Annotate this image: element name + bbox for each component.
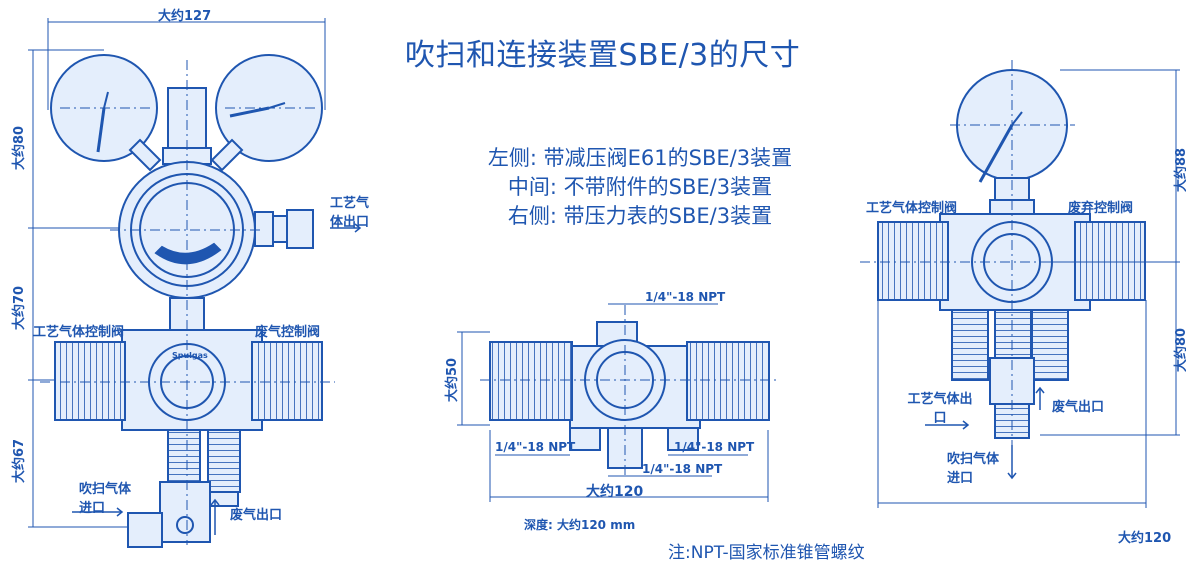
middle-thread-right: 1/4"-18 NPT <box>674 440 755 454</box>
left-process-gas-valve-label: 工艺气体控制阀 <box>33 325 125 340</box>
left-purge-gas-inlet-label: 吹扫气体进口 <box>79 482 132 516</box>
left-waste-gas-outlet-label: 废气出口 <box>230 508 283 523</box>
middle-thread-left: 1/4"-18 NPT <box>495 440 576 454</box>
right-waste-gas-valve-label: 废弃控制阀 <box>1068 201 1134 216</box>
right-width-dimension: 大约120 <box>1118 531 1172 546</box>
middle-height-dimension: 大约50 <box>445 357 460 402</box>
right-purge-gas-inlet-label: 吹扫气体进口 <box>947 452 1000 486</box>
footnote: 注:NPT-国家标准锥管螺纹 <box>668 543 865 563</box>
left-waste-gas-valve-label: 废气控制阀 <box>255 325 321 340</box>
left-height-dimension-middle: 大约70 <box>12 285 27 330</box>
left-brand-label: Spulgas <box>172 351 208 360</box>
left-height-dimension-bottom: 大约67 <box>12 438 27 483</box>
middle-thread-bottom: 1/4"-18 NPT <box>642 462 723 476</box>
page-title: 吹扫和连接装置SBE/3的尺寸 <box>405 38 801 73</box>
description-line-right: 右侧: 带压力表的SBE/3装置 <box>507 204 773 228</box>
left-height-dimension-top: 大约80 <box>12 125 27 170</box>
right-height-dimension-top: 大约88 <box>1174 147 1186 192</box>
left-process-gas-outlet-label: 工艺气体出口 <box>330 196 370 230</box>
description-line-middle: 中间: 不带附件的SBE/3装置 <box>507 175 773 199</box>
middle-thread-top: 1/4"-18 NPT <box>645 290 726 304</box>
left-width-dimension: 大约127 <box>158 9 212 24</box>
right-process-gas-valve-label: 工艺气体控制阀 <box>866 201 958 216</box>
right-waste-gas-outlet-label: 废气出口 <box>1052 400 1105 415</box>
right-process-gas-outlet-label: 工艺气体出口 <box>907 392 973 426</box>
middle-width-dimension: 大约120 <box>586 484 644 500</box>
right-height-dimension-bottom: 大约80 <box>1174 327 1186 372</box>
description-line-left: 左侧: 带减压阀E61的SBE/3装置 <box>487 146 793 170</box>
right-assembly <box>877 69 1146 439</box>
middle-depth-note: 深度: 大约120 mm <box>524 518 636 532</box>
